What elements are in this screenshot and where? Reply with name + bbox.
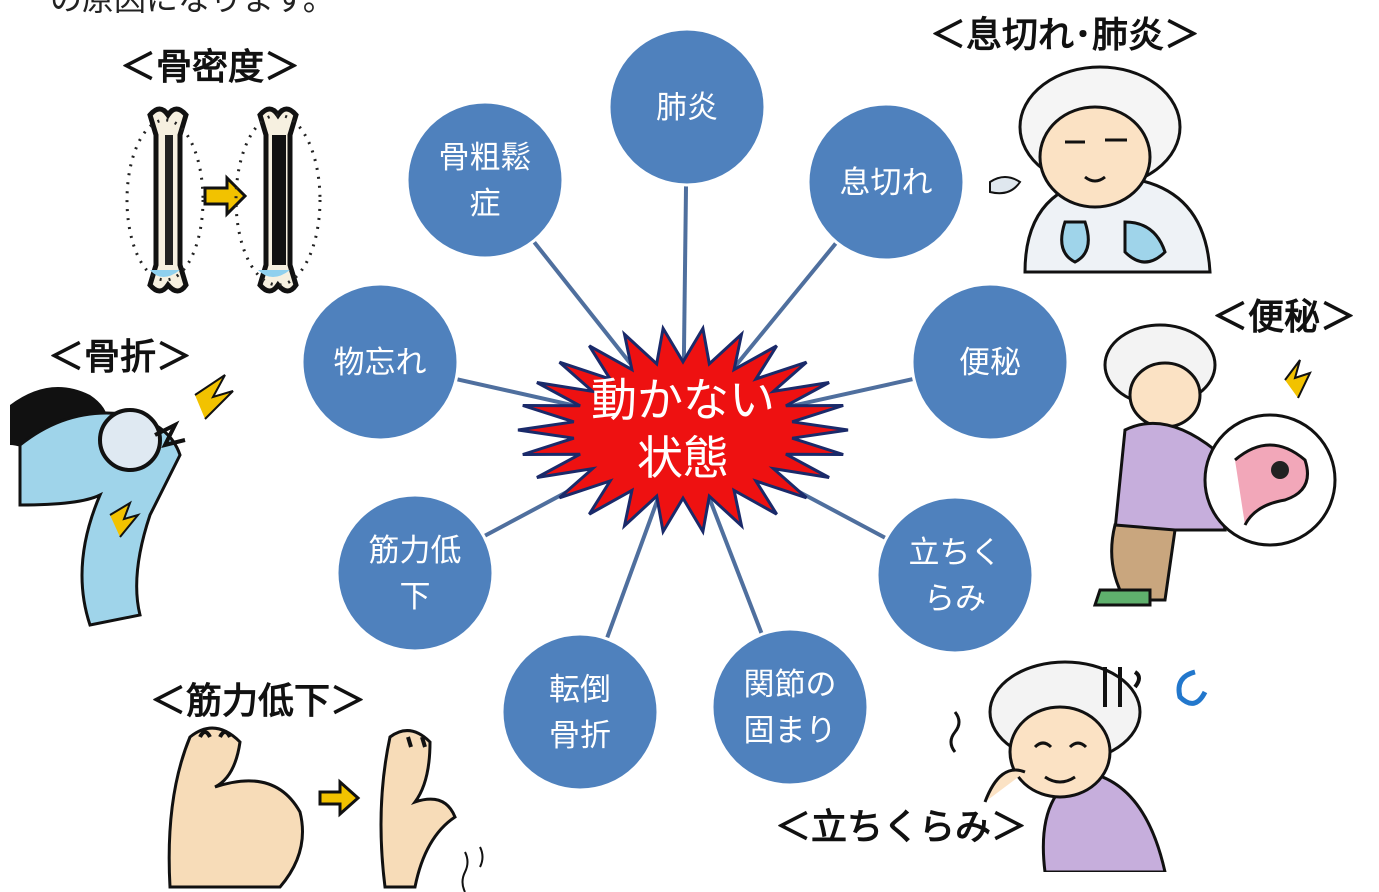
node-circle-constipation (910, 282, 1070, 442)
node-label-osteoporosis: 骨粗鬆 (439, 140, 532, 176)
dizziness-label: ＜立ちくらみ＞ (775, 807, 1028, 848)
bone-density-label: ＜骨密度＞ (120, 47, 301, 88)
node-pneumonia: 肺炎 (607, 27, 767, 187)
node-circle-pneumonia (607, 27, 767, 187)
node-breathless: 息切れ (806, 102, 966, 262)
node-constipation: 便秘 (910, 282, 1070, 442)
node-label-joint-stiffness: 固まり (744, 713, 837, 749)
fracture-label: ＜骨折＞ (48, 337, 193, 378)
constipation-illustration (1092, 323, 1337, 607)
center-label: 動かない (591, 373, 775, 427)
node-label-muscle-weakness: 筋力低 (369, 533, 462, 569)
node-label-muscle-weakness: 下 (400, 579, 431, 615)
node-label-osteoporosis: 症 (470, 186, 501, 222)
breathless-pneumonia-label: ＜息切れ･肺炎＞ (930, 15, 1201, 56)
muscle-weakness-label: ＜筋力低下＞ (150, 681, 367, 722)
node-label-breathless: 息切れ (840, 165, 933, 201)
node-label-joint-stiffness: 関節の (744, 667, 837, 703)
node-circle-muscle-weakness (335, 493, 495, 653)
dizziness-illustration (949, 660, 1208, 872)
center-label: 状態 (637, 431, 729, 485)
node-circle-breathless (806, 102, 966, 262)
breathless-illustration (989, 65, 1212, 274)
fracture-illustration (10, 374, 234, 627)
node-label-constipation: 便秘 (959, 345, 1021, 381)
node-circle-dizziness (875, 495, 1035, 655)
muscle-weakness-illustration (167, 726, 484, 892)
node-circle-forgetfulness (300, 282, 460, 442)
node-label-fall-fracture: 骨折 (549, 718, 611, 754)
node-dizziness: 立ちくらみ (875, 495, 1035, 655)
node-circle-fall-fracture (500, 632, 660, 792)
center-starburst (517, 324, 849, 536)
node-circle-osteoporosis (405, 100, 565, 260)
node-label-dizziness: 立ちく (909, 535, 1002, 571)
node-label-fall-fracture: 転倒 (549, 672, 611, 708)
node-muscle-weakness: 筋力低下 (335, 493, 495, 653)
node-label-forgetfulness: 物忘れ (334, 345, 427, 381)
node-label-dizziness: らみ (924, 581, 986, 617)
node-circle-joint-stiffness (710, 627, 870, 787)
node-label-pneumonia: 肺炎 (656, 90, 718, 126)
intro-text-fragment: の原因になります。 (50, 0, 335, 20)
node-forgetfulness: 物忘れ (300, 282, 460, 442)
constipation-label: ＜便秘＞ (1212, 297, 1357, 338)
bone-density-illustration (125, 106, 322, 294)
